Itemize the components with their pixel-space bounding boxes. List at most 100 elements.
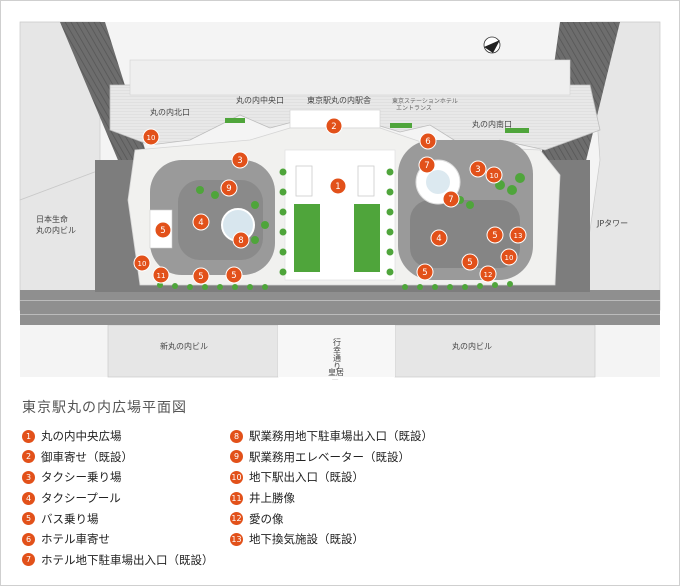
station-building	[109, 59, 601, 151]
marker-circle	[418, 156, 436, 174]
map-marker-10: 10	[142, 128, 160, 146]
marker-number: 7	[448, 195, 453, 205]
central-plaza	[284, 149, 396, 281]
legend-label: ホテル車寄せ	[41, 532, 110, 547]
marker-circle	[479, 265, 497, 283]
legend-label: 駅業務用地下駐車場出入口（既設）	[249, 429, 433, 444]
marker-number: 7	[424, 161, 429, 171]
marker-number: 3	[237, 156, 242, 166]
marker-circle	[500, 248, 518, 266]
marker-number: 10	[138, 260, 147, 268]
marker-badge: 8	[230, 429, 243, 443]
marker-number: 10	[490, 172, 499, 180]
map-marker-10: 10	[133, 254, 151, 272]
legend-item: 1 丸の内中央広場	[22, 426, 214, 447]
map-marker-5: 5	[461, 253, 479, 271]
marker-circle	[442, 190, 460, 208]
legend-title: 東京駅丸の内広場平面図	[22, 400, 187, 416]
marker-number: 6	[425, 137, 430, 147]
legend-label: タクシープール	[41, 491, 121, 506]
marker-circle	[220, 179, 238, 197]
map-marker-5: 5	[192, 267, 210, 285]
street-trees	[157, 168, 525, 290]
marker-number: 5	[160, 226, 165, 236]
legend-item: 8 駅業務用地下駐車場出入口（既設）	[230, 426, 433, 447]
marker-badge: 1	[22, 429, 35, 443]
marker-number: 12	[484, 271, 493, 279]
marker-badge: 7	[22, 553, 35, 567]
marker-number: 5	[231, 271, 236, 281]
marker-circle	[152, 266, 170, 284]
marker-number: 5	[492, 231, 497, 241]
marker-number: 5	[467, 258, 472, 268]
map-marker-6: 6	[419, 132, 437, 150]
marker-badge: 2	[22, 450, 35, 464]
map-marker-10: 10	[485, 166, 503, 184]
marker-circle	[329, 177, 347, 195]
map-marker-13: 13	[509, 226, 527, 244]
marker-number: 4	[436, 234, 441, 244]
map-marker-10: 10	[500, 248, 518, 266]
marker-circle	[232, 231, 250, 249]
map-marker-2: 2	[325, 117, 343, 135]
marker-circle	[416, 263, 434, 281]
marker-number: 3	[475, 165, 480, 175]
marker-number: 5	[422, 268, 427, 278]
marker-number: 5	[198, 272, 203, 282]
marker-badge: 13	[230, 532, 243, 546]
marker-circle	[486, 226, 504, 244]
label-central-exit: 丸の内中央口	[236, 95, 284, 105]
marker-circle	[231, 151, 249, 169]
map-marker-8: 8	[232, 231, 250, 249]
map-marker-3: 3	[469, 160, 487, 178]
marker-number: 11	[157, 272, 166, 280]
marker-number: 13	[514, 232, 523, 240]
marker-circle	[485, 166, 503, 184]
marker-circle	[325, 117, 343, 135]
legend-label: タクシー乗り場	[41, 470, 122, 485]
marker-badge: 5	[22, 512, 35, 526]
label-station: 東京駅丸の内駅舎	[307, 95, 371, 105]
marker-badge: 12	[230, 512, 243, 526]
marker-number: 9	[226, 184, 231, 194]
legend-label: 駅業務用エレベーター（既設）	[249, 449, 410, 464]
legend-item: 3 タクシー乗り場	[22, 467, 214, 488]
label-gyoko-dori: 行幸通り	[333, 337, 342, 370]
map-marker-12: 12	[479, 265, 497, 283]
label-marunouchi-bldg: 丸の内ビル	[452, 341, 492, 351]
map-marker-1: 1	[329, 177, 347, 195]
label-kokyo: 皇居	[328, 367, 344, 377]
marker-badge: 10	[230, 470, 243, 484]
marker-circle	[430, 229, 448, 247]
marker-badge: 3	[22, 470, 35, 484]
hedges	[225, 118, 529, 133]
map-marker-5: 5	[154, 221, 172, 239]
map-marker-5: 5	[416, 263, 434, 281]
label-south-exit: 丸の内南口	[472, 119, 512, 129]
map-marker-4: 4	[192, 213, 210, 231]
west-traffic-loop	[149, 160, 275, 275]
marker-number: 4	[198, 218, 203, 228]
marker-circle	[225, 266, 243, 284]
marker-circle	[192, 267, 210, 285]
marker-badge: 6	[22, 532, 35, 546]
legend-label: 丸の内中央広場	[41, 429, 122, 444]
marker-number: 10	[505, 254, 514, 262]
marker-circle	[154, 221, 172, 239]
legend-label: バス乗り場	[41, 511, 99, 526]
map-marker-9: 9	[220, 179, 238, 197]
legend-item: 5 バス乗り場	[22, 508, 214, 529]
marker-circle	[469, 160, 487, 178]
map-marker-4: 4	[430, 229, 448, 247]
map-marker-3: 3	[231, 151, 249, 169]
marker-circle	[461, 253, 479, 271]
label-jp-tower: JPタワー	[596, 219, 628, 228]
legend-label: 地下換気施設（既設）	[249, 532, 364, 547]
